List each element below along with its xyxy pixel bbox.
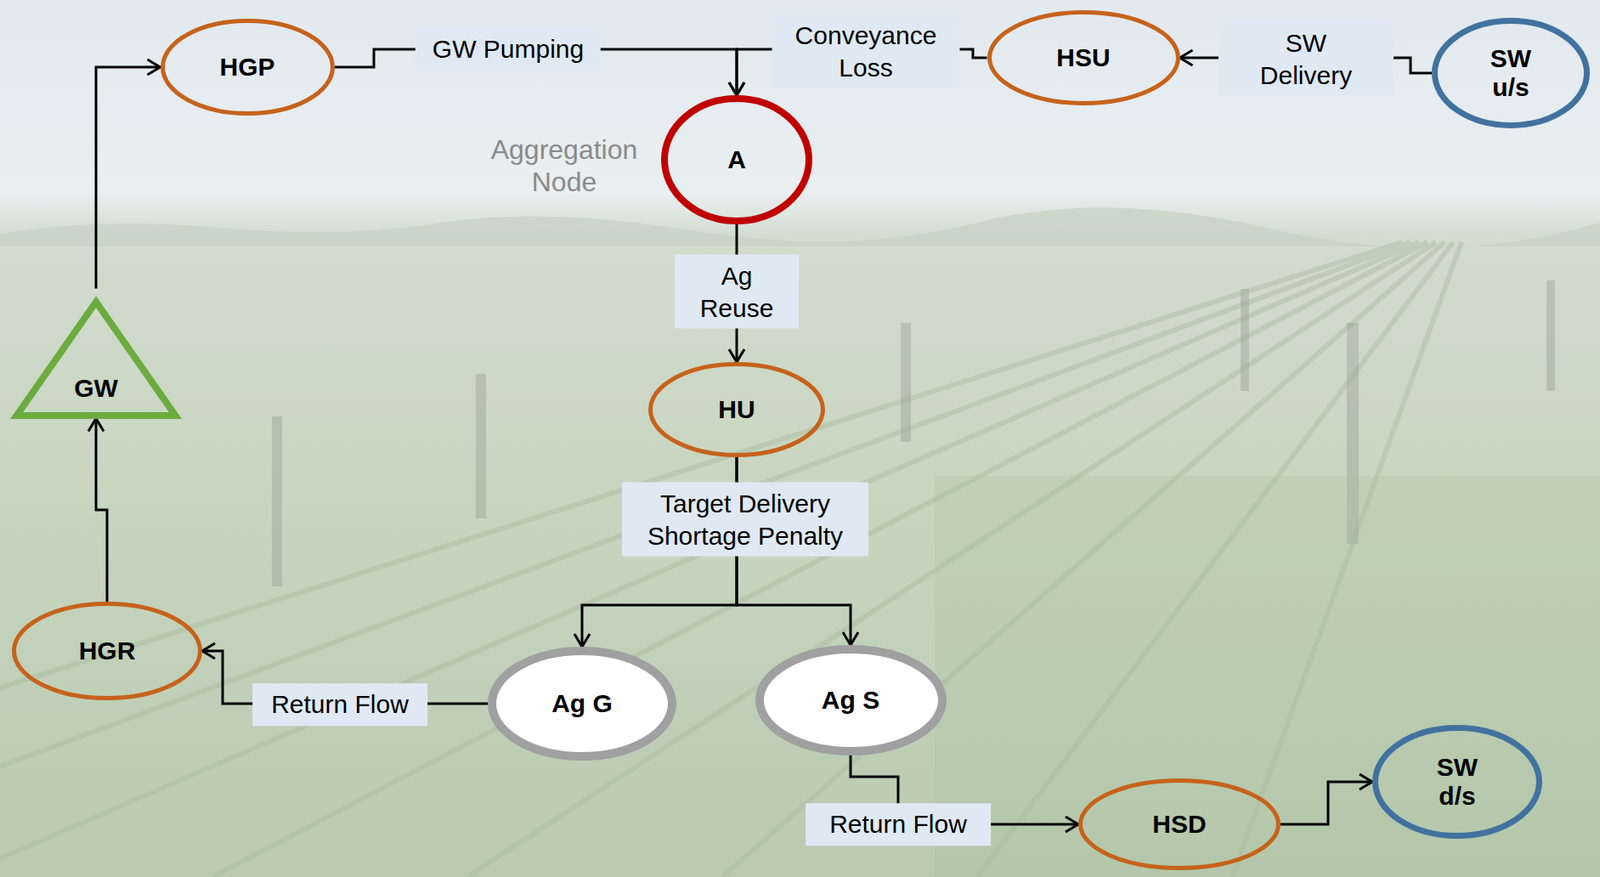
ellipse-outline	[989, 12, 1178, 104]
edge-label: Conveyance Loss	[787, 19, 945, 84]
vine-post	[475, 373, 487, 519]
edge-label-box: SW Delivery	[1218, 22, 1394, 97]
edge-label-box: Return Flow	[252, 683, 428, 726]
arrowhead	[147, 59, 161, 75]
flow-connector	[1280, 774, 1373, 825]
hydro-node-ellipse: HGR	[11, 601, 203, 701]
demand-node-ellipse: Ag G	[487, 646, 677, 761]
flow-connector	[96, 59, 161, 289]
node-caption: Aggregation Node	[479, 133, 650, 199]
node-label: GW	[73, 373, 119, 404]
arrowhead	[1065, 816, 1079, 832]
demand-node-ellipse: Ag S	[755, 644, 947, 756]
arrowhead	[574, 633, 590, 647]
arrowhead	[202, 643, 215, 659]
edge-label: Return Flow	[829, 808, 967, 841]
node-label: HGR	[79, 636, 136, 667]
hydro-node-ellipse: HGP	[160, 18, 335, 116]
stream-node-ellipse: SW d/s	[1372, 724, 1543, 839]
node-label: Ag G	[551, 689, 613, 719]
edge-label-box: Return Flow	[805, 802, 991, 846]
hydro-node-ellipse: HSU	[987, 10, 1181, 106]
arrowhead	[88, 418, 104, 432]
arrowhead	[729, 82, 745, 96]
edge-label-box: Ag Reuse	[674, 254, 799, 329]
ellipse-outline	[650, 364, 824, 456]
ellipse-outline	[1080, 780, 1279, 869]
edge-label: GW Pumping	[432, 33, 584, 66]
edge-label: Ag Reuse	[689, 260, 784, 324]
horizon-trees	[0, 207, 1600, 248]
triangle-outline	[16, 301, 176, 416]
node-label: A	[727, 145, 747, 176]
vine-foliage	[934, 475, 1600, 877]
node-label: SW u/s	[1476, 44, 1545, 103]
connector-line	[1280, 781, 1373, 825]
vine-post	[900, 322, 911, 442]
arrowhead	[1180, 50, 1193, 66]
flow-connector	[88, 418, 108, 603]
hydro-node-ellipse: HSD	[1078, 778, 1281, 871]
arrowhead	[842, 632, 859, 645]
hydro-node-ellipse: HU	[648, 361, 826, 458]
vine-post	[1240, 288, 1250, 391]
node-label: SW d/s	[1423, 752, 1492, 812]
ellipse-outline	[14, 604, 201, 699]
arrowhead	[1359, 774, 1373, 790]
connector-line	[96, 67, 161, 289]
node-label: HU	[718, 395, 755, 425]
ellipse-outline	[491, 650, 673, 757]
ellipse-outline	[759, 649, 943, 752]
edge-label-box: GW Pumping	[415, 28, 601, 71]
stream-node-ellipse: SW u/s	[1431, 17, 1590, 129]
node-label: HGP	[219, 52, 275, 83]
connector-line	[96, 418, 108, 603]
groundwater-triangle: GW	[8, 288, 184, 419]
ellipse-outline	[1375, 728, 1540, 837]
arrowhead	[729, 349, 745, 362]
ellipse-outline	[1435, 21, 1588, 126]
vine-post	[1546, 280, 1555, 391]
edge-label-box: Conveyance Loss	[772, 14, 961, 89]
edge-label: Target Delivery Shortage Penalty	[634, 487, 856, 552]
vine-post	[271, 416, 283, 587]
node-label: HSU	[1056, 43, 1110, 74]
edge-label-box: Target Delivery Shortage Penalty	[621, 482, 869, 557]
edge-label: Return Flow	[271, 688, 409, 721]
ellipse-outline	[664, 98, 809, 221]
ellipse-outline	[162, 21, 333, 114]
edge-label: SW Delivery	[1250, 27, 1362, 91]
node-label: Ag S	[821, 685, 880, 716]
aggregation-node: Aggregation NodeA	[661, 95, 813, 225]
node-label: HSD	[1152, 809, 1206, 840]
